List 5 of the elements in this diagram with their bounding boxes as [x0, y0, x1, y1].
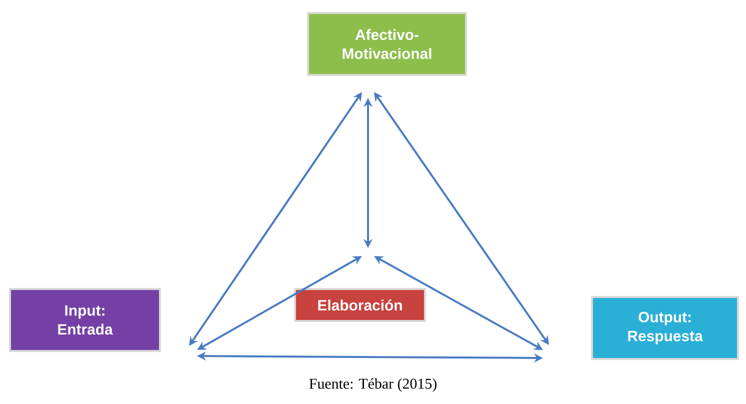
process-box: Afectivo-Motivacional [307, 12, 467, 76]
process-box: Elaboración [294, 288, 426, 322]
process-box: Output: Respuesta [591, 296, 739, 360]
process-box: Input: Entrada [9, 288, 161, 352]
caption: Fuente: Tébar (2015) [309, 378, 436, 392]
